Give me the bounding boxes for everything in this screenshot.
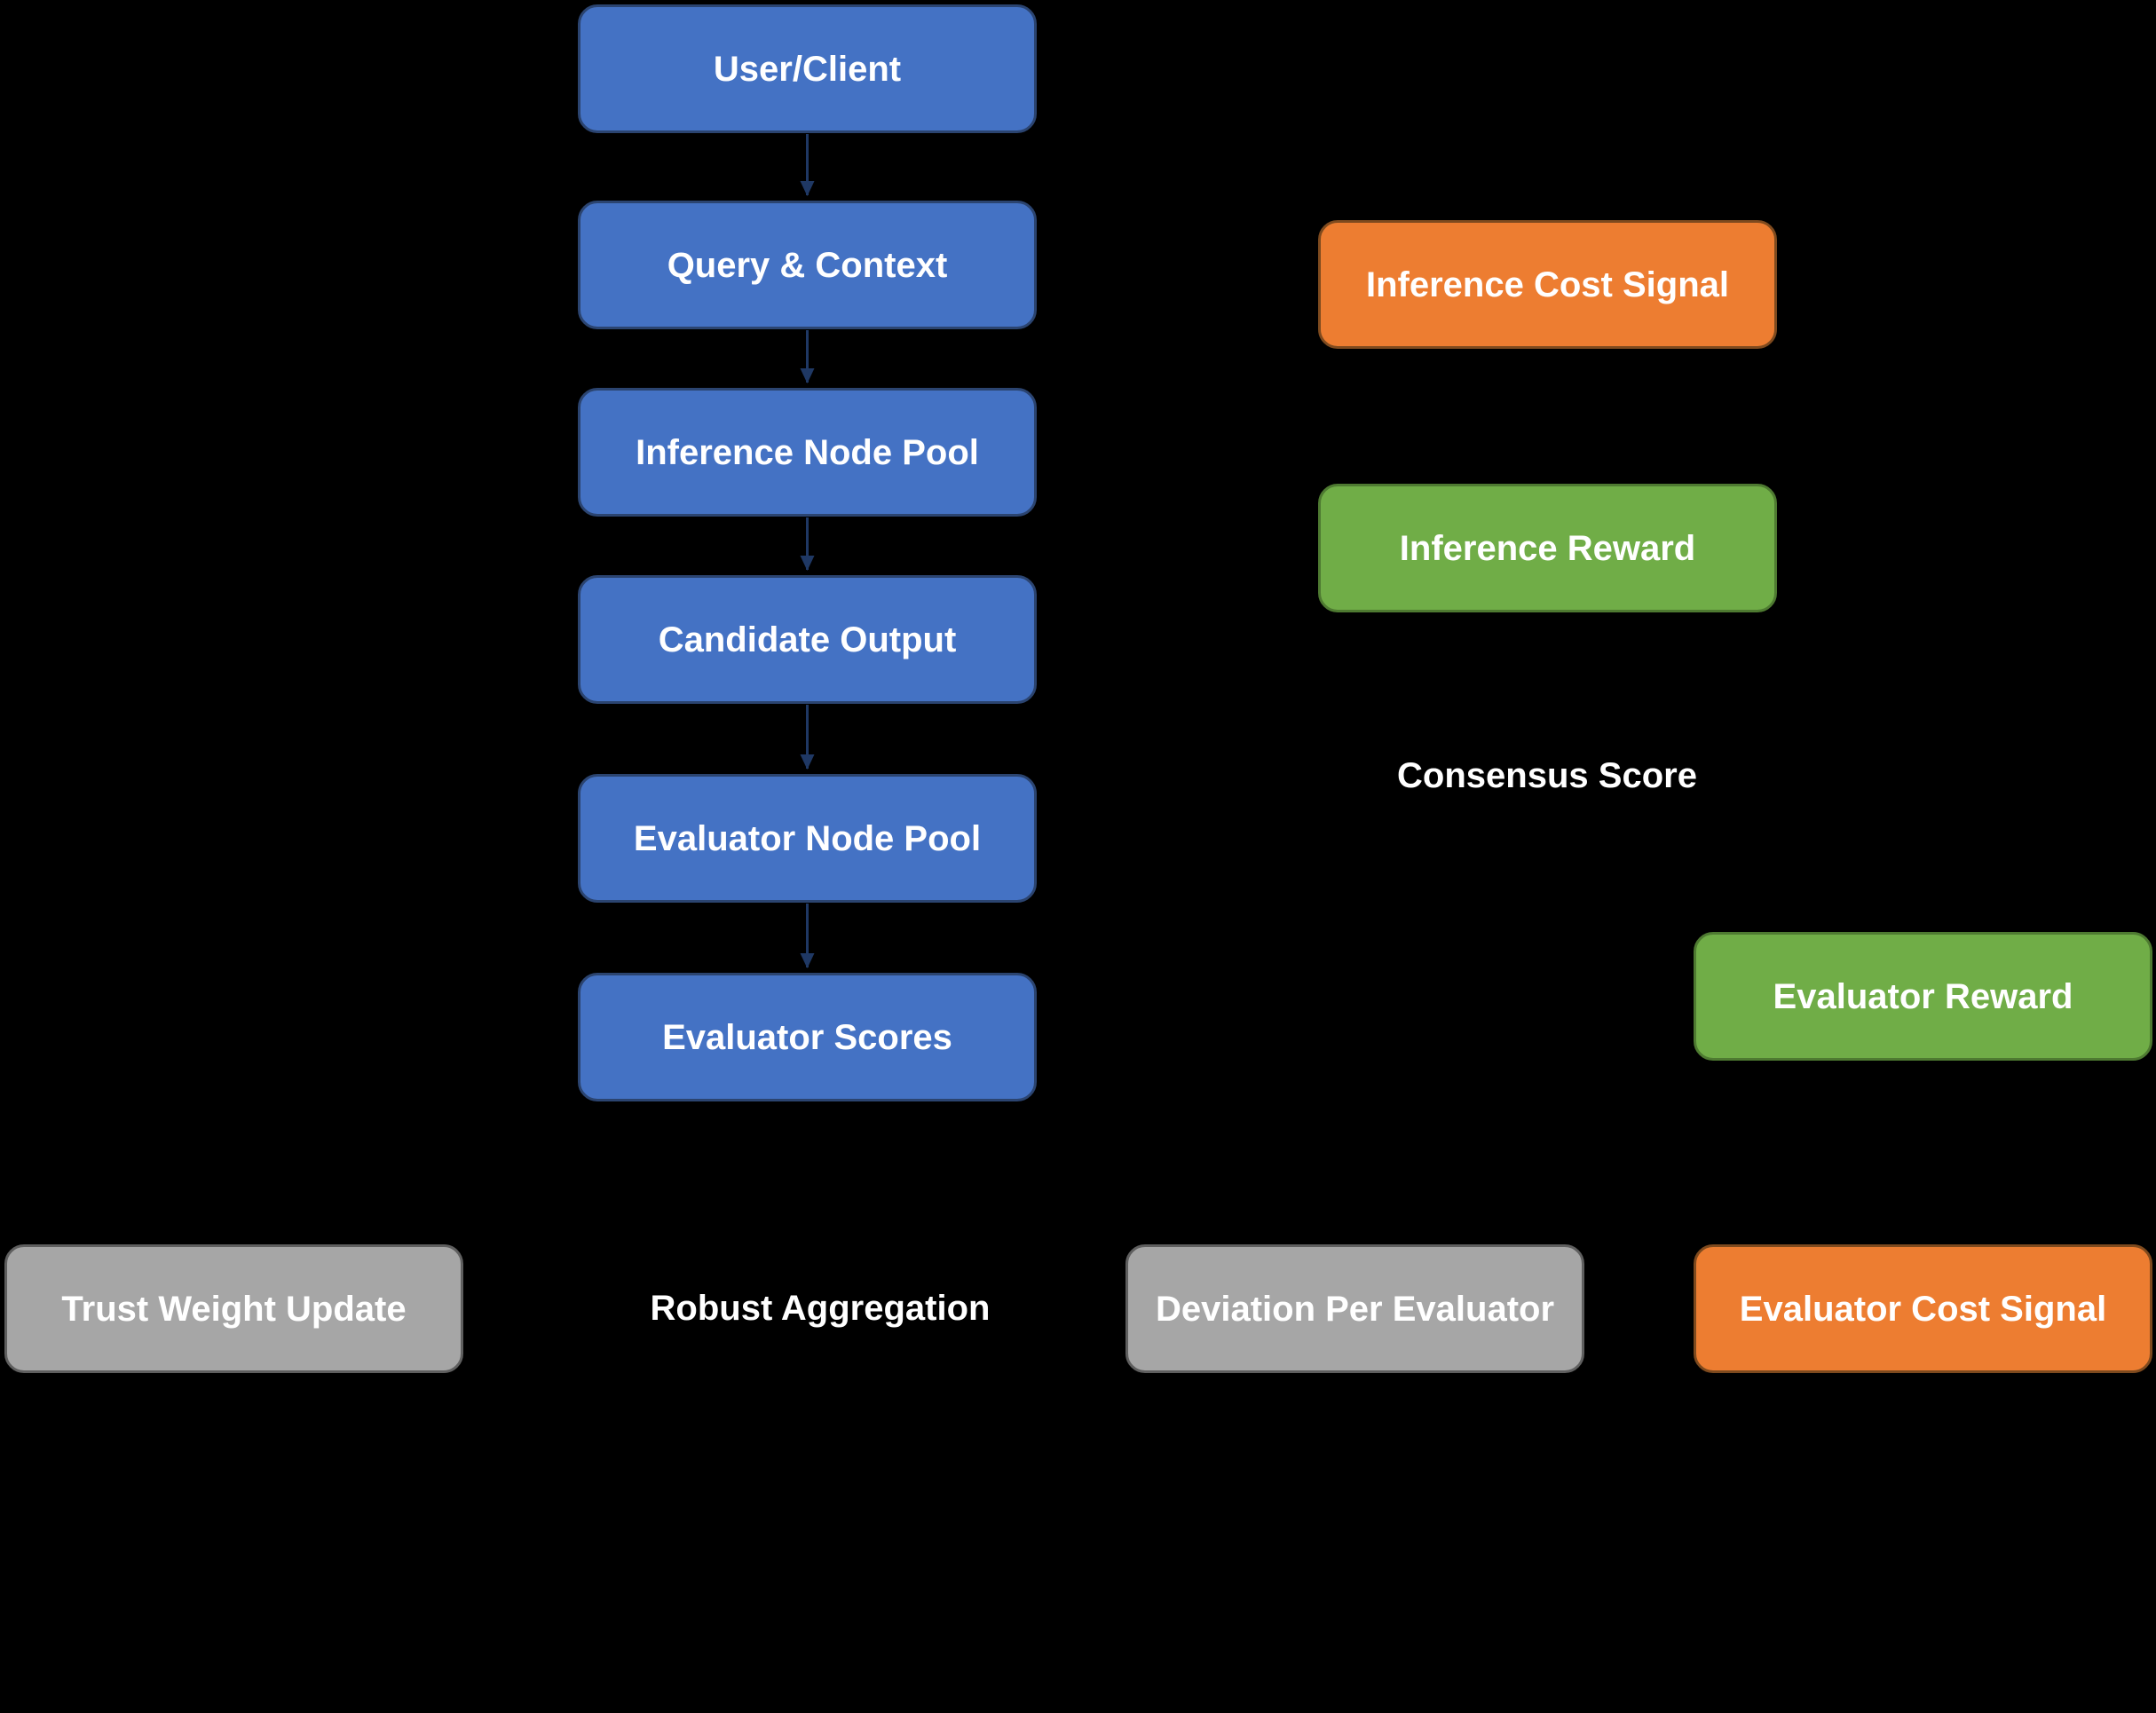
node-deviation-per-evaluator: Deviation Per Evaluator	[1125, 1244, 1584, 1373]
node-inference-reward-label: Inference Reward	[1399, 528, 1696, 568]
node-user-client: User/Client	[578, 4, 1037, 133]
node-query-context: Query & Context	[578, 201, 1037, 329]
node-trust-weight-update: Trust Weight Update	[4, 1244, 463, 1373]
node-evaluator-reward-label: Evaluator Reward	[1773, 976, 2073, 1016]
node-inference-node-pool-label: Inference Node Pool	[636, 432, 979, 472]
label-consensus-score: Consensus Score	[1397, 756, 1697, 795]
node-deviation-per-evaluator-label: Deviation Per Evaluator	[1155, 1289, 1555, 1329]
label-robust-aggregation: Robust Aggregation	[650, 1289, 991, 1328]
node-evaluator-node-pool: Evaluator Node Pool	[578, 774, 1037, 903]
node-evaluator-reward: Evaluator Reward	[1694, 932, 2152, 1061]
node-inference-reward: Inference Reward	[1318, 484, 1777, 612]
node-inference-node-pool: Inference Node Pool	[578, 388, 1037, 517]
node-evaluator-cost-signal: Evaluator Cost Signal	[1694, 1244, 2152, 1373]
node-query-context-label: Query & Context	[667, 245, 948, 285]
node-inference-cost-signal: Inference Cost Signal	[1318, 220, 1777, 349]
node-evaluator-node-pool-label: Evaluator Node Pool	[633, 818, 982, 858]
node-trust-weight-update-label: Trust Weight Update	[61, 1289, 407, 1329]
node-candidate-output: Candidate Output	[578, 575, 1037, 704]
node-candidate-output-label: Candidate Output	[658, 620, 957, 659]
node-evaluator-scores: Evaluator Scores	[578, 973, 1037, 1101]
node-inference-cost-signal-label: Inference Cost Signal	[1366, 264, 1729, 304]
node-evaluator-scores-label: Evaluator Scores	[662, 1017, 952, 1057]
node-user-client-label: User/Client	[713, 49, 902, 89]
node-evaluator-cost-signal-label: Evaluator Cost Signal	[1739, 1289, 2107, 1329]
